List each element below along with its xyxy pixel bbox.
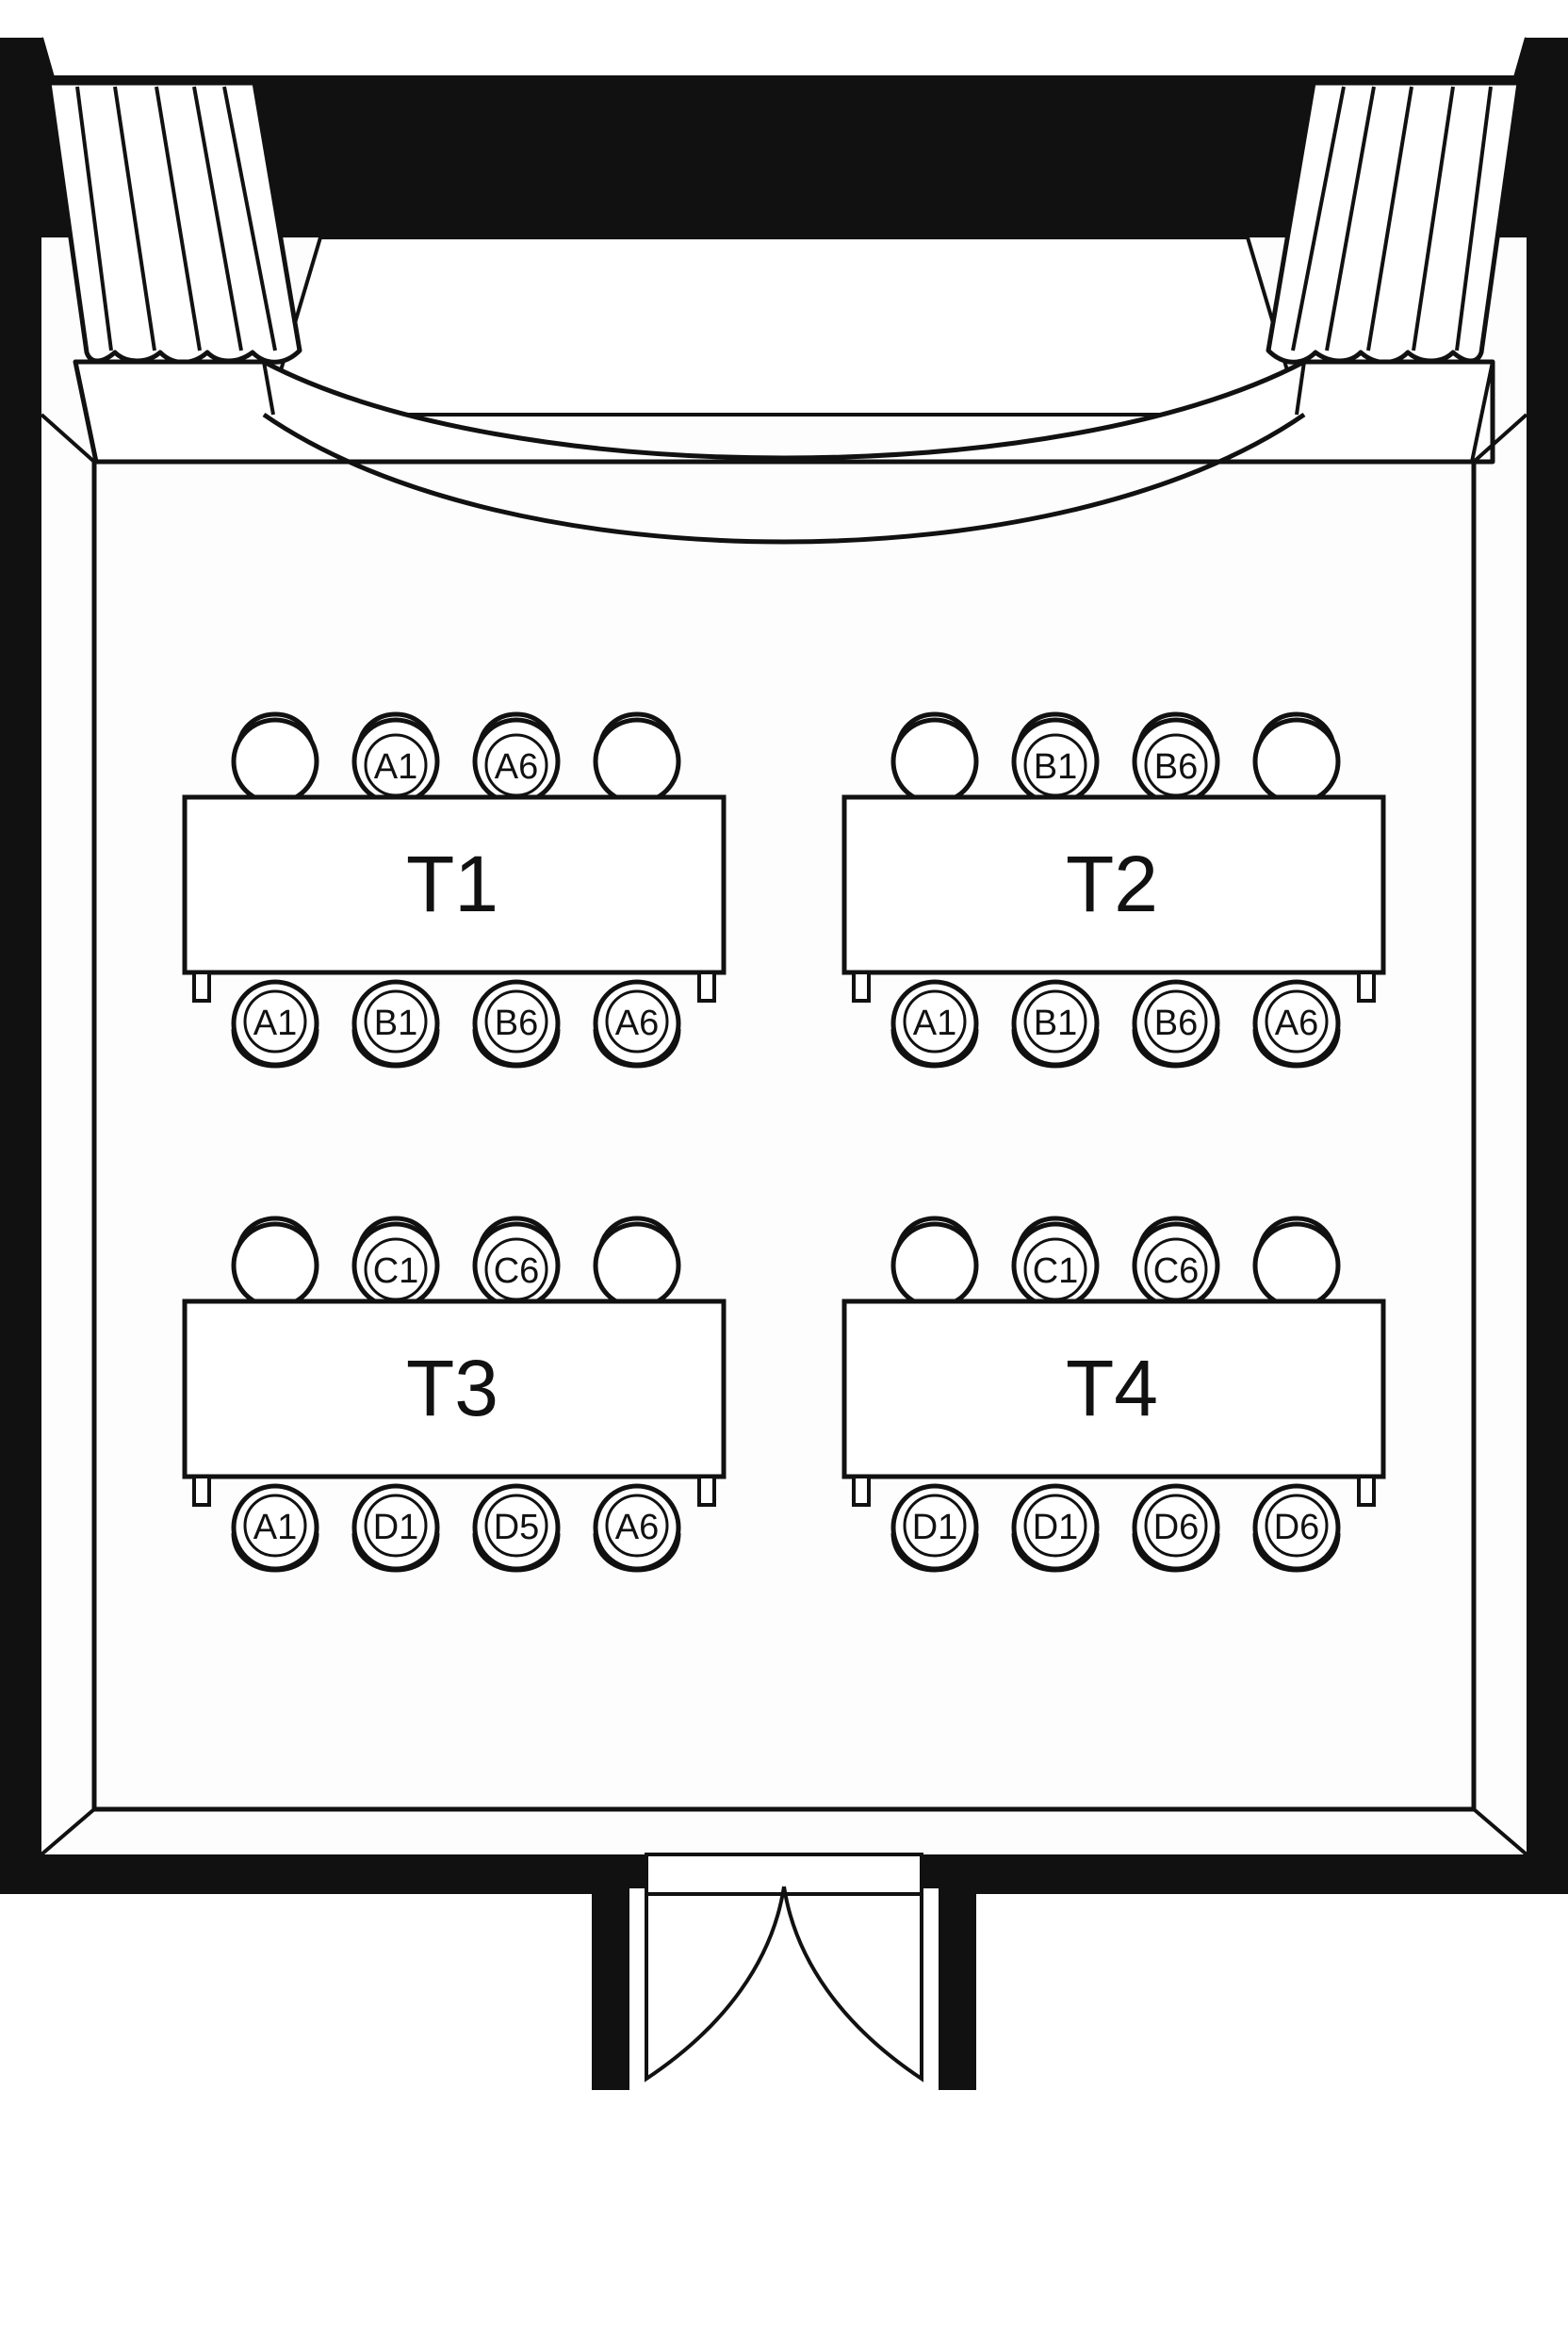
stage-floor — [265, 236, 1303, 416]
seat-label: A1 — [253, 1508, 297, 1547]
chair-top-4[interactable] — [1252, 1216, 1341, 1310]
seat-label: D6 — [1153, 1508, 1200, 1547]
chair-bottom-1[interactable]: A1 — [231, 1483, 319, 1573]
table-top[interactable] — [182, 1298, 727, 1479]
chair-bottom-1[interactable]: A1 — [890, 979, 979, 1069]
chair-bottom-1[interactable]: D1 — [890, 1483, 979, 1573]
seat-label: D1 — [912, 1508, 958, 1547]
chair-bottom-3[interactable]: D5 — [472, 1483, 561, 1573]
table-leg — [697, 971, 716, 1003]
table-top[interactable] — [841, 1298, 1386, 1479]
stage-top-rail — [40, 37, 1528, 79]
chair-top-1[interactable] — [890, 1216, 979, 1310]
chair-top-4[interactable] — [593, 1216, 681, 1310]
floor-bevel — [40, 1807, 1528, 1856]
chair-bottom-3[interactable]: B6 — [1132, 979, 1220, 1069]
seat-label: A1 — [253, 1004, 297, 1043]
chair-top-2[interactable]: A1 — [351, 711, 440, 806]
chair-bottom-4[interactable]: A6 — [593, 979, 681, 1069]
chair-bottom-4[interactable]: A6 — [593, 1483, 681, 1573]
seat-label: A6 — [615, 1004, 659, 1043]
chair-top-3[interactable]: C6 — [1132, 1216, 1220, 1310]
chair-top-3[interactable]: B6 — [1132, 711, 1220, 806]
stage-backdrop — [41, 77, 1527, 237]
chair-bottom-2[interactable]: D1 — [1011, 1483, 1100, 1573]
seat-label: C1 — [373, 1251, 419, 1291]
seat-label: C6 — [1153, 1251, 1200, 1291]
table-leg — [1357, 1475, 1376, 1507]
chair-top-3[interactable]: A6 — [472, 711, 561, 806]
seat-label: D5 — [494, 1508, 540, 1547]
table-label: T3 — [406, 1344, 498, 1432]
chair-bottom-2[interactable]: D1 — [351, 1483, 440, 1573]
chair-bottom-4[interactable]: A6 — [1252, 979, 1341, 1069]
table-leg — [1357, 971, 1376, 1003]
seat-label: B6 — [1154, 747, 1198, 787]
seat-label: D1 — [1033, 1508, 1079, 1547]
door-post-left — [592, 1854, 629, 2090]
chair-top-4[interactable] — [1252, 711, 1341, 806]
table-top[interactable] — [841, 794, 1386, 975]
chair-bottom-2[interactable]: B1 — [1011, 979, 1100, 1069]
double-door[interactable] — [645, 1886, 923, 2082]
chair-top-1[interactable] — [890, 711, 979, 806]
table-leg — [697, 1475, 716, 1507]
seat-label: B1 — [374, 1004, 417, 1043]
chair-top-1[interactable] — [231, 1216, 319, 1310]
chair-top-2[interactable]: C1 — [1011, 1216, 1100, 1310]
chair-bottom-3[interactable]: B6 — [472, 979, 561, 1069]
chair-bottom-2[interactable]: B1 — [351, 979, 440, 1069]
seat-label: C1 — [1033, 1251, 1079, 1291]
chair-top-3[interactable]: C6 — [472, 1216, 561, 1310]
chair-top-2[interactable]: C1 — [351, 1216, 440, 1310]
chair-bottom-4[interactable]: D6 — [1252, 1483, 1341, 1573]
table-label: T1 — [406, 840, 498, 928]
seat-label: A1 — [374, 747, 417, 787]
seat-label: A6 — [615, 1508, 659, 1547]
seat-label: D6 — [1274, 1508, 1320, 1547]
table-label: T2 — [1066, 840, 1158, 928]
chair-top-4[interactable] — [593, 711, 681, 806]
chair-bottom-3[interactable]: D6 — [1132, 1483, 1220, 1573]
seat-label: A1 — [913, 1004, 956, 1043]
seat-label: D1 — [373, 1508, 419, 1547]
hall-floor-border — [91, 459, 1477, 1812]
seat-label: A6 — [1275, 1004, 1318, 1043]
door-leaf-right[interactable] — [782, 1886, 923, 2082]
table-top[interactable] — [182, 794, 727, 975]
table-label: T4 — [1066, 1344, 1158, 1432]
table-leg — [852, 1475, 871, 1507]
floor-side-bevel — [40, 413, 1528, 464]
chair-top-1[interactable] — [231, 711, 319, 806]
seat-label: B6 — [495, 1004, 538, 1043]
door-leaf-left[interactable] — [645, 1886, 786, 2082]
seat-label: A6 — [495, 747, 538, 787]
chair-top-2[interactable]: B1 — [1011, 711, 1100, 806]
curtain-left — [46, 80, 302, 365]
seat-label: B6 — [1154, 1004, 1198, 1043]
table-leg — [852, 971, 871, 1003]
curtain-right — [1266, 80, 1522, 365]
seat-label: B1 — [1034, 747, 1077, 787]
seat-label: B1 — [1034, 1004, 1077, 1043]
chair-bottom-1[interactable]: A1 — [231, 979, 319, 1069]
door-post-right — [939, 1854, 976, 2090]
table-leg — [192, 971, 211, 1003]
seat-label: C6 — [494, 1251, 540, 1291]
stage-apron — [73, 359, 1495, 545]
table-leg — [192, 1475, 211, 1507]
